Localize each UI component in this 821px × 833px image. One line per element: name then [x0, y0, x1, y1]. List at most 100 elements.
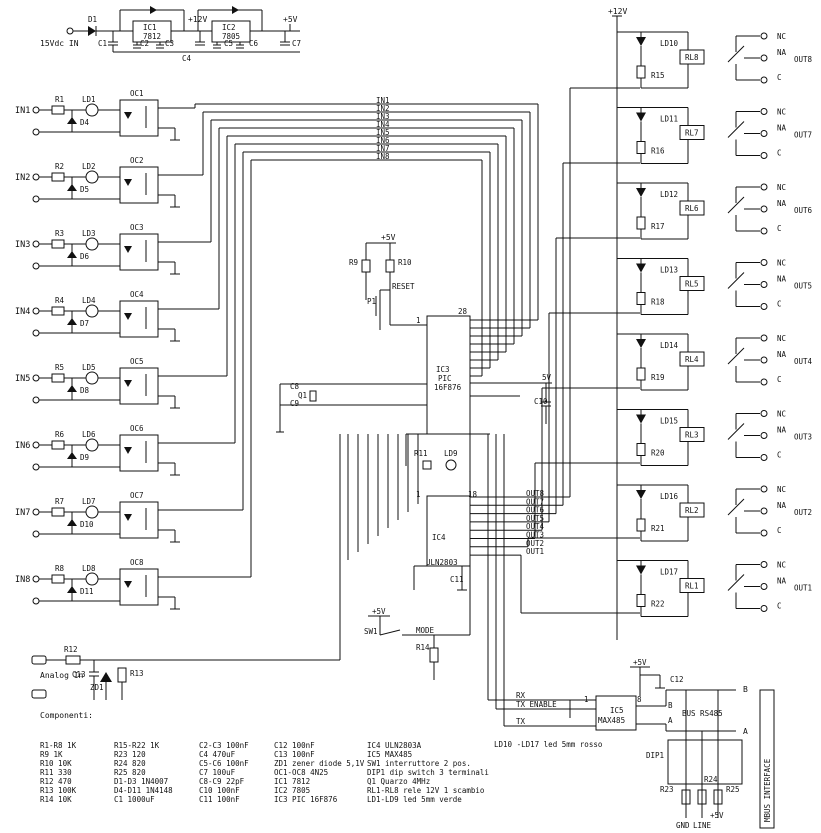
- output-label-6: OUT3: [794, 433, 812, 442]
- resistor-r1-label: R1: [55, 95, 64, 104]
- contact-c-3: C: [777, 224, 782, 233]
- bus-in-label-1: IN1: [376, 96, 390, 105]
- output-label-3: OUT6: [794, 206, 813, 215]
- resistor-r15-label: R15: [651, 71, 665, 80]
- diode-d11: [67, 586, 77, 593]
- led-ld6: [85, 438, 99, 452]
- led-ld4-label: LD4: [82, 296, 96, 305]
- bom-col2-item-2: R23 120: [114, 750, 146, 759]
- dip1-label: DIP1: [646, 751, 664, 760]
- led-note: LD10 -LD17 led 5mm rosso: [494, 740, 603, 749]
- bom-col1-item-1: R1-R8 1K: [40, 741, 77, 750]
- bom-col4-item-1: C12 100nF: [274, 741, 315, 750]
- led-ld11-label: LD11: [660, 115, 678, 124]
- contact-c-1: C: [777, 73, 782, 82]
- relay-rl1-label: RL1: [685, 582, 699, 591]
- contact-nc-6: NC: [777, 410, 786, 419]
- led-ld5: [85, 371, 99, 385]
- rail-12v-label: +12V: [188, 15, 207, 24]
- input-label-3: IN3: [15, 240, 30, 250]
- ic2-part: 7805: [222, 32, 240, 41]
- analog-input-section: Analog In R12 C13 ZD1 R13: [31, 434, 341, 700]
- optocoupler-oc2: [119, 166, 159, 204]
- resistor-r9-label: R9: [349, 258, 358, 267]
- relay-rl7-label: RL7: [685, 129, 699, 138]
- mode-switch-section: +5V SW1 MODE R14: [364, 434, 471, 680]
- button-p1-label: P1: [367, 297, 376, 306]
- line-label: LINE: [693, 821, 712, 830]
- resistor-r5-label: R5: [55, 363, 64, 372]
- contact-nc-5: NC: [777, 334, 786, 343]
- bom-col1-item-4: R11 330: [40, 768, 72, 777]
- resistor-r22-label: R22: [651, 600, 665, 609]
- bom-col5-item-4: DIP1 dip switch 3 terminali: [367, 768, 489, 777]
- mcu-5v-b-label: 5V: [542, 373, 552, 382]
- optocoupler-oc7: [119, 501, 159, 539]
- optocoupler-oc5-label: OC5: [130, 357, 144, 366]
- resistor-r17: [636, 216, 646, 230]
- led-ld3-label: LD3: [82, 229, 96, 238]
- resistor-r7-label: R7: [55, 497, 64, 506]
- relay-rl3: [679, 427, 705, 442]
- diode-d9: [67, 452, 77, 459]
- led-ld13: [636, 263, 646, 273]
- output-channels: LD10R15RL8NCNACOUT8LD11R16RL7NCNACOUT7LD…: [617, 31, 813, 617]
- contact-c-2: C: [777, 149, 782, 158]
- bus-in-label-6: IN6: [376, 136, 390, 145]
- relay-rl8-label: RL8: [685, 53, 699, 62]
- contact-na-3: NA: [777, 199, 787, 208]
- output-label-1: OUT8: [794, 55, 813, 64]
- rs485-section: IC5 MAX485 1 8 RX TX_ENABLE TX +5V C12 B…: [487, 434, 775, 830]
- driver-ic4: R11 LD9 1 18 IC4 ULN2803 C11: [405, 433, 490, 591]
- led-ld2-label: LD2: [82, 162, 96, 171]
- optocoupler-oc4-label: OC4: [130, 290, 144, 299]
- tx-enable-label: TX_ENABLE: [516, 700, 557, 709]
- optocoupler-oc8-label: OC8: [130, 558, 144, 567]
- bom-title: Componenti:: [40, 711, 93, 720]
- cap-c3-label: C3: [165, 39, 174, 48]
- cap-c6-label: C6: [249, 39, 259, 48]
- input-label-4: IN4: [15, 307, 30, 317]
- resistor-r4: [51, 306, 65, 316]
- resistor-r15: [636, 65, 646, 79]
- resistor-r14-label: R14: [416, 643, 430, 652]
- bus-in-label-4: IN4: [376, 120, 390, 129]
- relay-rl4-label: RL4: [685, 355, 699, 364]
- resistor-r5: [51, 373, 65, 383]
- led-ld15-label: LD15: [660, 417, 678, 426]
- led-ld10-label: LD10: [660, 39, 679, 48]
- relay-rl8: [679, 49, 705, 65]
- resistor-r2: [51, 172, 65, 182]
- contact-c-6: C: [777, 451, 782, 460]
- ic5-ref: IC5: [610, 706, 624, 715]
- bom-col5-item-7: LD1-LD9 led 5mm verde: [367, 795, 462, 804]
- sw-5v-label: +5V: [372, 607, 386, 616]
- cap-c8-label: C8: [290, 382, 300, 391]
- diode-d8: [67, 385, 77, 392]
- resistor-r20-label: R20: [651, 449, 665, 458]
- input-ground-terminal-1: [32, 128, 40, 136]
- resistor-r18: [636, 292, 646, 305]
- contact-na-5: NA: [777, 350, 787, 359]
- contact-na-2: NA: [777, 124, 787, 133]
- bus-in-label-3: IN3: [376, 112, 390, 121]
- cap-c7-label: C7: [292, 39, 301, 48]
- led-ld1-label: LD1: [82, 95, 96, 104]
- bom-col3-item-4: C7 100uF: [199, 768, 236, 777]
- bom-col5-item-3: SW1 interruttore 2 pos.: [367, 759, 471, 768]
- bom-col4-item-4: OC1-OC8 4N25: [274, 768, 328, 777]
- diode-d5: [67, 184, 77, 191]
- driver-ref: IC4: [432, 533, 446, 542]
- bom-col1-item-6: R13 100K: [40, 786, 77, 795]
- bom-col5-item-6: RL1-RL8 rele 12V 1 scambio: [367, 786, 485, 795]
- mcu-name: PIC: [438, 374, 452, 383]
- relay-rl1: [679, 578, 705, 593]
- contact-na-7: NA: [777, 501, 787, 510]
- resistor-r2-label: R2: [55, 162, 64, 171]
- input-ground-terminal-6: [32, 463, 40, 471]
- relay-rl3-label: RL3: [685, 431, 699, 440]
